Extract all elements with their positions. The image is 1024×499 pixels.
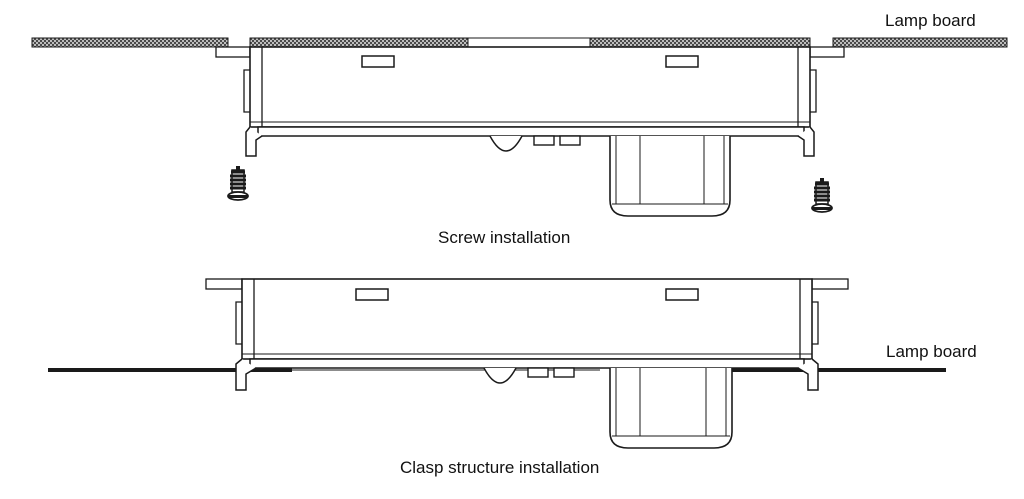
driver-box-top xyxy=(609,136,731,217)
screw-installation-caption: Screw installation xyxy=(438,228,571,247)
lamp-board-top-label: Lamp board xyxy=(885,11,976,30)
clasp-left xyxy=(235,358,257,391)
side-clip-right xyxy=(797,69,817,157)
flange-left-bottom xyxy=(205,278,243,290)
flange-right xyxy=(809,46,845,58)
flange-left xyxy=(215,46,251,58)
clasp-installation-caption: Clasp structure installation xyxy=(400,458,600,477)
screw-left xyxy=(226,164,250,202)
clasp-right xyxy=(797,358,819,391)
housing-body-top xyxy=(249,46,811,137)
screw-installation-figure xyxy=(31,37,1008,217)
clasp-installation-figure xyxy=(48,278,946,449)
slot-left xyxy=(361,55,395,68)
sensor-dome-bottom xyxy=(483,367,575,384)
slot-right-bottom xyxy=(665,288,699,301)
flange-right-bottom xyxy=(811,278,849,290)
slot-right xyxy=(665,55,699,68)
driver-box-bottom xyxy=(609,368,733,449)
sensor-dome-top xyxy=(489,135,581,152)
lamp-board-top xyxy=(31,37,1008,48)
slot-left-bottom xyxy=(355,288,389,301)
housing-body-bottom xyxy=(241,278,813,369)
side-clip-left xyxy=(243,69,263,157)
screw-right xyxy=(810,176,834,214)
lamp-board-bottom-label: Lamp board xyxy=(886,342,977,361)
